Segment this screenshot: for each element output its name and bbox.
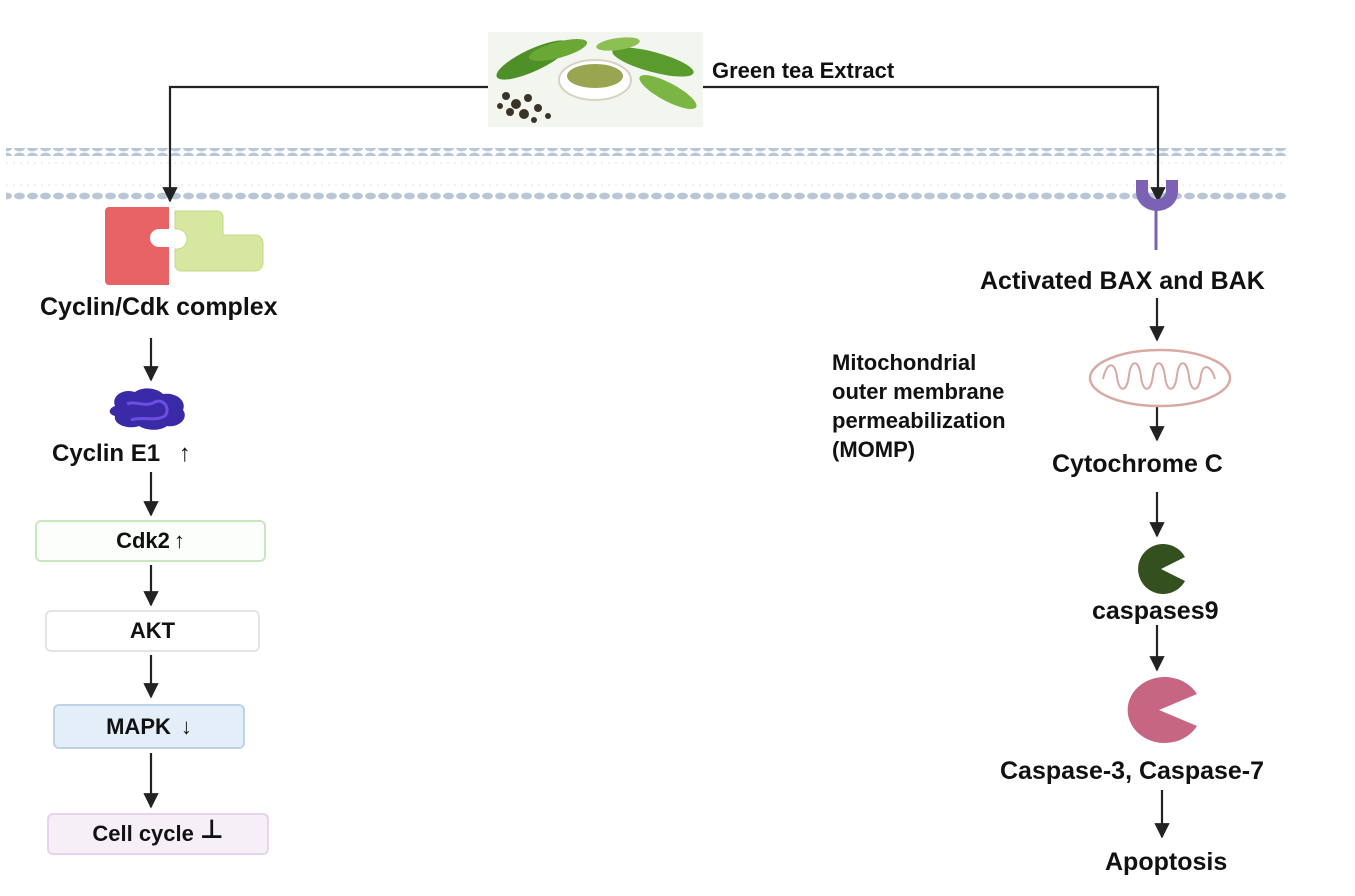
cytochrome-c-label: Cytochrome C [1052,450,1223,478]
cyclin-cdk-label: Cyclin/Cdk complex [40,293,278,321]
cdk2-box: Cdk2↑ [35,520,266,562]
cell-cycle-box: Cell cycle⊥ [47,813,269,855]
bax-bak-label: Activated BAX and BAK [980,267,1265,295]
tea-leaf-icon [496,37,697,109]
inhibition-symbol-icon: ⊥ [199,813,224,844]
cyclin-cdk-complex-icon [105,207,264,285]
up-arrow-icon: ↑ [173,528,185,553]
akt-box: AKT [45,610,260,652]
bax-receptor-icon [1136,180,1178,211]
apoptosis-label: Apoptosis [1105,848,1228,876]
mitochondrion-icon [1088,348,1232,408]
tea-bowl-icon [558,59,632,101]
mapk-box: MAPK↓ [53,704,245,749]
extract-connector [162,85,1166,203]
extract-label: Green tea Extract [712,58,895,83]
caspase9-label: caspases9 [1092,597,1219,625]
momp-label: Mitochondrial outer membrane permeabiliz… [832,350,1006,462]
caspase9-icon [1138,544,1185,594]
down-arrow-icon: ↓ [180,713,192,739]
up-arrow-icon: ↑ [178,440,191,467]
caspase-3-7-icon [1127,677,1197,743]
cyclin-e1-protein-icon [109,388,185,430]
caspase-3-7-label: Caspase-3, Caspase-7 [1000,757,1265,785]
loose-tea-icon [497,92,551,123]
cyclin-e1-label: Cyclin E1 ↑ [52,440,191,467]
cell-membrane [6,148,1286,200]
green-tea-image [488,32,703,127]
